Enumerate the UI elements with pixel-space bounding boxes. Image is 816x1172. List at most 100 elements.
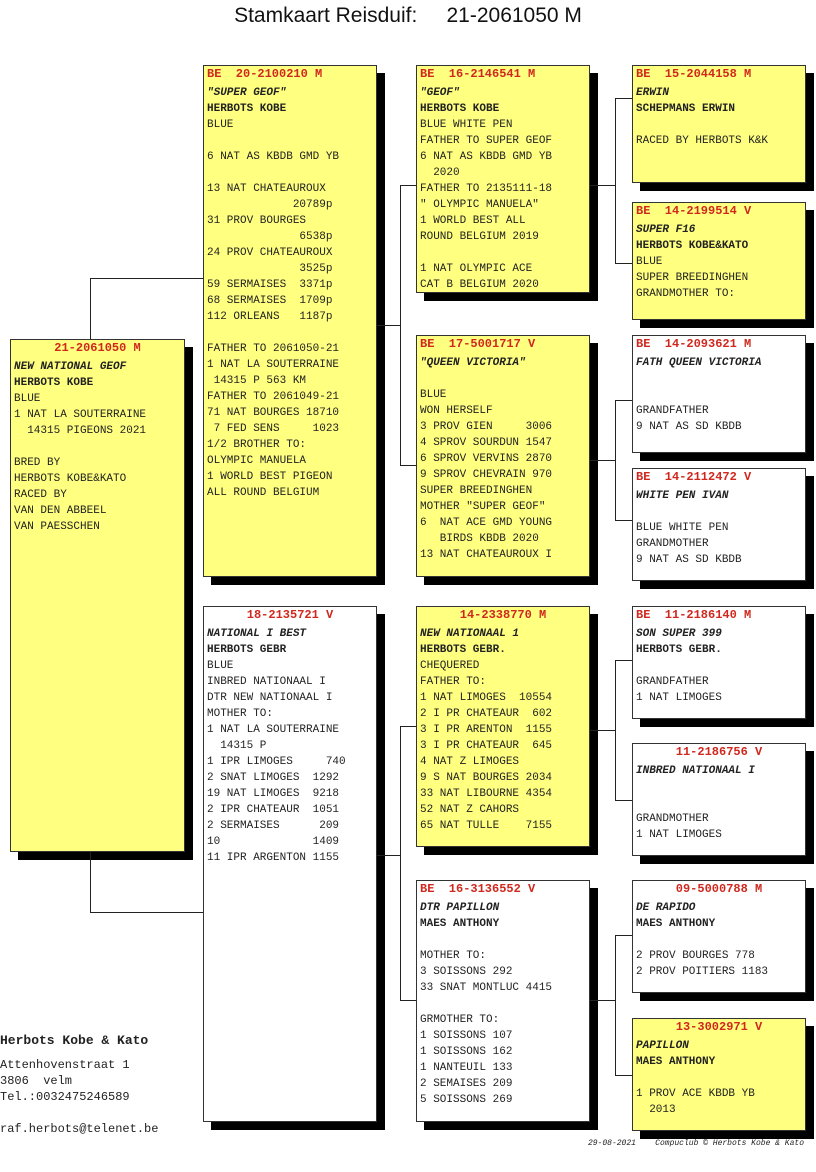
pedigree-line: BRED BY xyxy=(14,457,61,469)
pedigree-line: 71 NAT BOURGES 18710 xyxy=(207,407,340,419)
pedigree-line: 6 NAT AS KBDB GMD YB xyxy=(420,151,553,163)
pigeon-name: SON SUPER 399 xyxy=(636,628,722,640)
pedigree-line: HERBOTS GEBR xyxy=(207,644,287,656)
pedigree-line: INBRED NATIONAAL I xyxy=(207,676,326,688)
pedigree-line: FATHER TO 2061049-21 xyxy=(207,391,340,403)
connector-line xyxy=(90,912,203,913)
pedigree-line: HERBOTS KOBE xyxy=(207,103,287,115)
connector-line xyxy=(615,660,632,661)
breeder-city: 3806 velm xyxy=(0,1074,73,1088)
pedigree-line: 6 NAT ACE GMD YOUNG xyxy=(420,517,553,529)
pedigree-line: BLUE WHITE PEN xyxy=(636,522,729,534)
pedigree-line: 33 SNAT MONTLUC 4415 xyxy=(420,982,553,994)
pedigree-line: 3 I PR ARENTON 1155 xyxy=(420,724,553,736)
connector-line xyxy=(590,185,615,186)
pedigree-line xyxy=(636,658,802,674)
pedigree-line: 6538p xyxy=(207,231,333,243)
pedigree-line: BLUE xyxy=(207,660,234,672)
pedigree-line: 1 NANTEUIL 133 xyxy=(420,1062,513,1074)
pedigree-line: MAES ANTHONY xyxy=(636,918,716,930)
connector-line xyxy=(615,935,616,1075)
pedigree-line: FATHER TO 2061050-21 xyxy=(207,343,340,355)
ring-number: 21-2061050 M xyxy=(54,341,141,355)
pedigree-line: 2 PROV BOURGES 778 xyxy=(636,950,755,962)
pigeon-card-subject[interactable]: 21-2061050 M NEW NATIONAL GEOF HERBOTS KOB… xyxy=(10,339,185,852)
pedigree-line: 2013 xyxy=(636,1104,676,1116)
pedigree-line: 68 SERMAISES 1709p xyxy=(207,295,333,307)
pedigree-line xyxy=(207,325,373,341)
connector-line xyxy=(615,1075,632,1076)
pedigree-line: GRANDFATHER xyxy=(636,676,709,688)
pedigree-line xyxy=(420,932,586,948)
pedigree-line: 3 SOISSONS 292 xyxy=(420,966,513,978)
connector-line xyxy=(90,278,203,279)
pedigree-line: 4 SPROV SOURDUN 1547 xyxy=(420,437,553,449)
pedigree-line: 24 PROV CHATEAUROUX xyxy=(207,247,333,259)
pedigree-line: 1 SOISSONS 162 xyxy=(420,1046,513,1058)
pedigree-line: VAN DEN ABBEEL xyxy=(14,505,107,517)
pigeon-name: NEW NATIONAL GEOF xyxy=(14,361,127,373)
pedigree-line: 11 IPR ARGENTON 1155 xyxy=(207,852,340,864)
pedigree-line: HERBOTS KOBE xyxy=(14,377,94,389)
ring-number: BE 14-2199514 V xyxy=(636,204,752,218)
pigeon-name: "GEOF" xyxy=(420,87,460,99)
pigeon-name: NEW NATIONAAL 1 xyxy=(420,628,520,640)
pedigree-line: 3 I PR CHATEAUR 645 xyxy=(420,740,553,752)
pedigree-line: 1 NAT OLYMPIC ACE xyxy=(420,263,533,275)
pedigree-line: RACED BY xyxy=(14,489,67,501)
pedigree-line: 14315 PIGEONS 2021 xyxy=(14,425,147,437)
pedigree-line: 14315 P 563 KM xyxy=(207,375,307,387)
pedigree-line: 52 NAT Z CAHORS xyxy=(420,804,520,816)
pedigree-line: 65 NAT TULLE 7155 xyxy=(420,820,553,832)
pedigree-line: SUPER BREEDINGHEN xyxy=(636,272,749,284)
pedigree-line: 2 SERMAISES 209 xyxy=(207,820,340,832)
pigeon-name: "SUPER GEOF" xyxy=(207,87,287,99)
ring-number: BE 15-2044158 M xyxy=(636,67,752,81)
ring-number: BE 16-3136552 V xyxy=(420,882,536,896)
pedigree-line: BIRDS KBDB 2020 xyxy=(420,533,539,545)
breeder-phone: Tel.:0032475246589 xyxy=(0,1090,130,1104)
pedigree-line: SCHEPMANS ERWIN xyxy=(636,103,736,115)
pedigree-line: GRANDMOTHER xyxy=(636,538,709,550)
pedigree-line: MOTHER "SUPER GEOF" xyxy=(420,501,546,513)
pigeon-card-sdd[interactable]: BE 14-2112472 V WHITE PEN IVAN BLUE WHITE … xyxy=(632,468,806,581)
pedigree-line: FATHER TO SUPER GEOF xyxy=(420,135,553,147)
pigeon-name: ERWIN xyxy=(636,87,670,99)
pedigree-line xyxy=(420,996,586,1012)
pedigree-line: 1 WORLD BEST PIGEON xyxy=(207,471,333,483)
pedigree-line: 7 FED SENS 1023 xyxy=(207,423,340,435)
pedigree-line: ROUND BELGIUM 2019 xyxy=(420,231,539,243)
ring-number: BE 14-2112472 V xyxy=(636,470,752,484)
connector-line xyxy=(90,278,91,339)
ring-number: 14-2338770 M xyxy=(459,608,547,622)
breeder-email[interactable]: raf.herbots@telenet.be xyxy=(0,1122,159,1136)
pigeon-name: FATH QUEEN VICTORIA xyxy=(636,357,762,369)
pedigree-line: MOTHER TO: xyxy=(207,708,274,720)
pedigree-line: 2020 xyxy=(420,167,460,179)
pedigree-line: FATHER TO 2135111-18 xyxy=(420,183,553,195)
pedigree-line: 2 SNAT LIMOGES 1292 xyxy=(207,772,340,784)
pigeon-name: WHITE PEN IVAN xyxy=(636,490,729,502)
pedigree-line: 1 NAT LA SOUTERRAINE xyxy=(207,724,340,736)
pedigree-line: 9 NAT AS SD KBDB xyxy=(636,554,742,566)
pedigree-line: HERBOTS KOBE&KATO xyxy=(14,473,127,485)
pedigree-line: CAT B BELGIUM 2020 xyxy=(420,279,539,291)
pedigree-line: MOTHER TO: xyxy=(420,950,487,962)
pedigree-line xyxy=(636,387,802,403)
pedigree-line: 1 PROV ACE KBDB YB xyxy=(636,1088,755,1100)
footer-credit: 29-08-2021 Compuclub © Herbots Kobe & Ka… xyxy=(587,1139,804,1148)
